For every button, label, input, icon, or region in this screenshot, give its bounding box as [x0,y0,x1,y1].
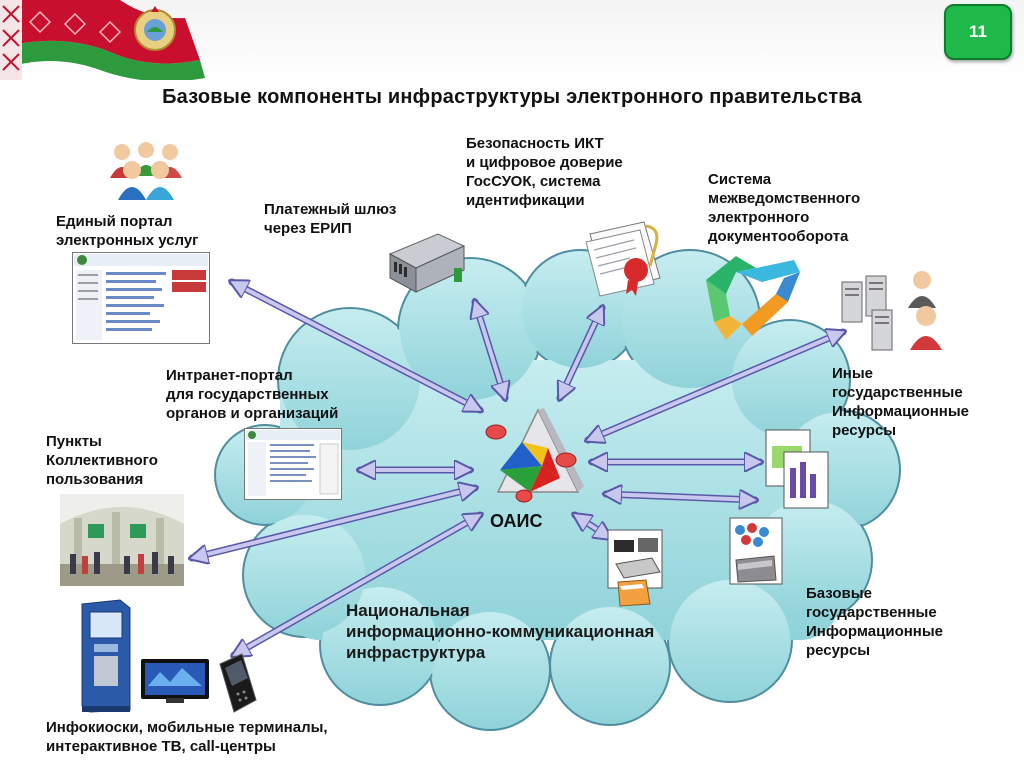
certificate-document-icon [585,221,661,297]
label-base-resources: Базовые государственные Информационные р… [806,585,944,659]
oais-emblem-icon [485,408,584,503]
label-portal: Единый портал электронных услуг [56,213,199,249]
database-icon [729,517,783,585]
documents-stack-icon [765,429,829,509]
mobile-phone-icon [219,653,257,713]
belarus-flag-emblem-icon [0,0,205,80]
cycle-arrows-icon [706,256,800,340]
slide-number-badge: 11 [944,4,1012,60]
devices-icon [607,529,663,607]
tv-icon [141,659,209,703]
server-rack-icon [388,233,466,293]
label-other-resources: Иные государственные Информационные ресу… [832,365,970,439]
people-group-icon [110,142,182,200]
label-oais: ОАИС [490,511,543,531]
label-cloud: Национальная информационно-коммуникацион… [346,601,655,662]
page-title: Базовые компоненты инфраструктуры электр… [162,86,862,108]
slide-number: 11 [969,22,987,41]
label-intranet: Интранет-портал для государственных орга… [166,367,339,422]
public-hall-photo-icon [60,494,184,586]
label-kiosks: Инфокиоски, мобильные терминалы, интерак… [46,719,328,755]
label-security: Безопасность ИКТ и цифровое доверие ГосС… [466,135,623,209]
servers-users-icon [841,271,942,351]
intranet-screenshot-icon [244,428,342,500]
label-docflow: Система межведомственного электронного д… [708,171,861,245]
portal-screenshot-icon [72,252,210,344]
label-public-access: Пункты Коллективного пользования [46,433,158,488]
kiosk-terminal-icon [81,599,131,713]
label-payment-gateway: Платежный шлюз через ЕРИП [264,201,397,237]
